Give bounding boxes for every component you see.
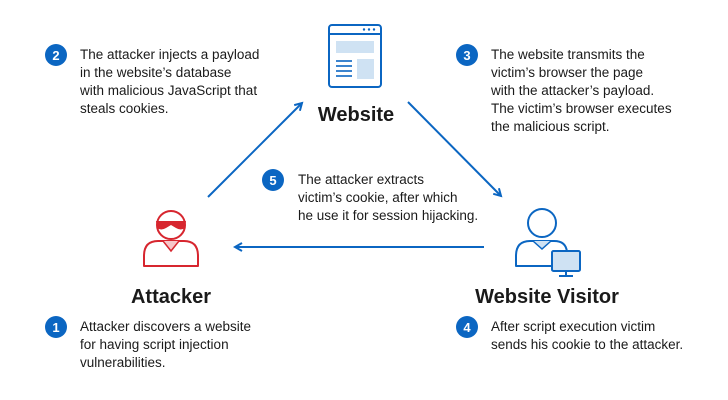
step-3-badge: 3 [456,44,478,66]
attacker-sunglasses-icon [143,210,199,267]
step-1-badge: 1 [45,316,67,338]
step-4-badge: 4 [456,316,478,338]
step-2-text: The attacker injects a payload in the we… [80,47,260,116]
step-2-badge: 2 [45,44,67,66]
website-visitor-label: Website Visitor [475,286,619,308]
arrow-attacker-to-website [207,103,302,198]
website-label: Website [317,104,395,126]
attacker-label: Attacker [130,286,212,308]
step-5-text: The attacker extracts victim’s cookie, a… [298,172,479,223]
step-5-badge: 5 [262,169,284,191]
step-4-text: After script execution victim sends his … [491,319,684,352]
browser-window-icon [328,24,382,88]
step-1-text: Attacker discovers a website for having … [80,319,252,370]
arrow-website-to-visitor [407,101,501,196]
step-3-text: The website transmits the victim’s brows… [491,47,672,134]
user-computer-icon [515,208,581,277]
